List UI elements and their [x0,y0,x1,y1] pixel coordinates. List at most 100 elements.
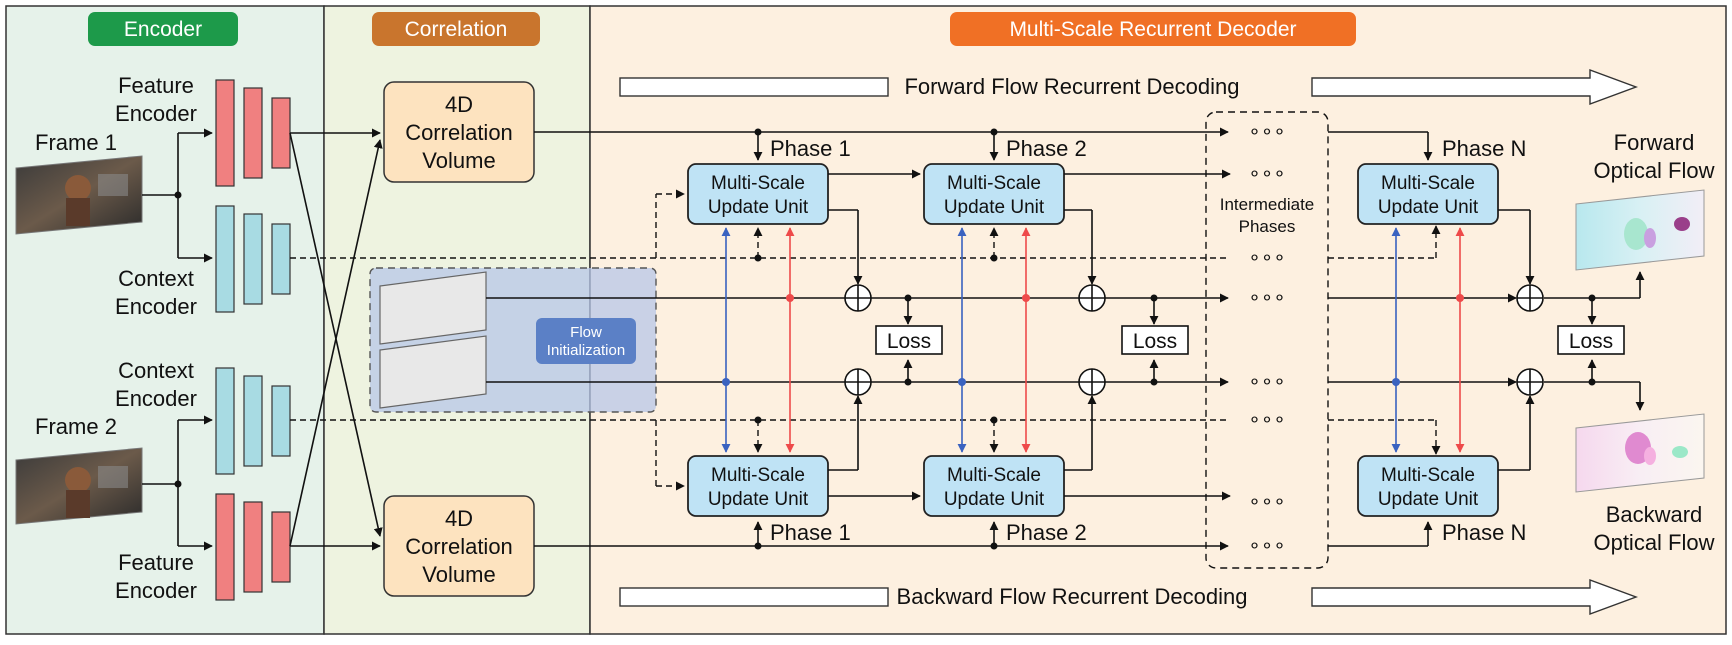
phase-1-label-bottom: Phase 1 [770,520,851,545]
ellipsis: ∘∘∘ [1248,371,1286,393]
context-encoder-top-label-1: Context [118,266,194,291]
ellipsis: ∘∘∘ [1248,491,1286,513]
decoder-badge: Multi-Scale Recurrent Decoder [950,12,1356,46]
phase-2-label-bottom: Phase 2 [1006,520,1087,545]
loss-box-2: Loss [1121,325,1189,355]
context-encoder-bottom-label-1: Context [118,358,194,383]
unit-label-1: Multi-Scale [711,173,805,194]
unit-label-2: Update Unit [1378,197,1479,218]
frame-1-image [15,155,143,235]
corr-top-line1: 4D [445,92,473,117]
corr-bottom-line1: 4D [445,506,473,531]
bidirectional-arrows [721,227,1465,453]
ellipsis: ∘∘∘ [1248,409,1286,431]
unit-label-2: Update Unit [944,197,1045,218]
loss-label: Loss [1133,330,1177,353]
feature-to-correlation-lines [289,128,383,551]
unit-label-2: Update Unit [944,489,1045,510]
phase-labels: Phase 1 Phase 2 Phase N Phase 1 Phase 2 … [770,136,1526,545]
flow-initialization-panel: Flow Initialization [369,267,657,413]
frame-2-image [15,447,143,525]
update-unit-fwd-phase2: Multi-Scale Update Unit [923,163,1065,225]
unit-label-1: Multi-Scale [947,465,1041,486]
update-unit-fwd-phase1: Multi-Scale Update Unit [687,163,829,225]
colored-junctions [722,294,1464,386]
context-encoder-top-label-2: Encoder [115,294,197,319]
phase-taps [753,132,999,546]
context-encoder-bottom-label-2: Encoder [115,386,197,411]
correlation-volume-top: 4D Correlation Volume [383,81,535,183]
sum-node-bwd-N [1516,368,1544,396]
forward-optical-flow-image [1575,189,1705,271]
corr-top-line2: Correlation [405,120,513,145]
unit-connectors [828,169,1597,501]
encoder-section [5,5,325,635]
update-unit-bwd-phase2: Multi-Scale Update Unit [923,455,1065,517]
correlation-badge: Correlation [372,12,540,46]
intermediate-phases-box: Intermediate Phases [1205,111,1329,569]
loss-box-N: Loss [1557,325,1625,355]
sum-nodes [844,284,1544,396]
corr-bottom-line2: Correlation [405,534,513,559]
sum-node-bwd-1 [844,368,872,396]
frame-1-label: Frame 1 [35,130,117,155]
update-unit-fwd-phaseN: Multi-Scale Update Unit [1357,163,1499,225]
ellipsis-markers: ∘∘∘ ∘∘∘ ∘∘∘ ∘∘∘ ∘∘∘ ∘∘∘ ∘∘∘ ∘∘∘ [1248,121,1286,557]
encoder-badge: Encoder [88,12,238,46]
phase-1-label-top: Phase 1 [770,136,851,161]
feature-encoder-top-label-1: Feature [118,73,194,98]
unit-label-1: Multi-Scale [1381,173,1475,194]
feature-encoder-bottom-label-1: Feature [118,550,194,575]
correlation-badge-label: Correlation [405,18,508,41]
unit-label-1: Multi-Scale [711,465,805,486]
ellipsis: ∘∘∘ [1248,163,1286,185]
sum-node-fwd-1 [844,284,872,312]
loss-box-1: Loss [875,325,943,355]
intermediate-label-2: Phases [1239,217,1296,236]
backward-output-label-2: Optical Flow [1593,530,1714,555]
correlation-volume-bottom: 4D Correlation Volume [383,495,535,597]
update-unit-bwd-phaseN: Multi-Scale Update Unit [1357,455,1499,517]
intermediate-label-1: Intermediate [1220,195,1315,214]
frame-2-label: Frame 2 [35,414,117,439]
sum-node-fwd-2 [1078,284,1106,312]
phase-2-label-top: Phase 2 [1006,136,1087,161]
ellipsis: ∘∘∘ [1248,247,1286,269]
context-encoder-bottom [215,367,291,475]
flow-init-line2: Initialization [547,342,625,359]
unit-label-2: Update Unit [708,197,809,218]
ellipsis: ∘∘∘ [1248,121,1286,143]
forward-decoding-title: Forward Flow Recurrent Decoding [904,74,1239,99]
decoder-section [589,5,1727,635]
update-unit-bwd-phase1: Multi-Scale Update Unit [687,455,829,517]
ellipsis: ∘∘∘ [1248,535,1286,557]
feature-encoder-bottom-label-2: Encoder [115,578,197,603]
decoder-badge-label: Multi-Scale Recurrent Decoder [1009,18,1296,41]
context-encoder-top [215,205,291,313]
backward-decoding-banner: Backward Flow Recurrent Decoding [619,578,1639,616]
context-dashed-lines [290,189,1441,491]
backward-optical-flow-image [1575,413,1705,493]
feature-encoder-top-label-2: Encoder [115,101,197,126]
feature-encoder-bottom [215,493,291,601]
unit-label-1: Multi-Scale [1381,465,1475,486]
backward-decoding-title: Backward Flow Recurrent Decoding [897,584,1248,609]
unit-label-2: Update Unit [708,489,809,510]
feature-encoder-top [215,79,291,187]
phase-N-label-bottom: Phase N [1442,520,1526,545]
forward-output-label-1: Forward [1614,130,1695,155]
unit-label-2: Update Unit [1378,489,1479,510]
loss-label: Loss [1569,330,1613,353]
corr-bottom-line3: Volume [422,562,495,587]
encoder-badge-label: Encoder [124,18,202,41]
corr-top-line3: Volume [422,148,495,173]
ellipsis: ∘∘∘ [1248,287,1286,309]
flow-init-line1: Flow [570,324,602,341]
sum-node-bwd-2 [1078,368,1106,396]
sum-node-fwd-N [1516,284,1544,312]
backward-output-label-1: Backward [1606,502,1703,527]
loss-label: Loss [887,330,931,353]
phase-N-label-top: Phase N [1442,136,1526,161]
